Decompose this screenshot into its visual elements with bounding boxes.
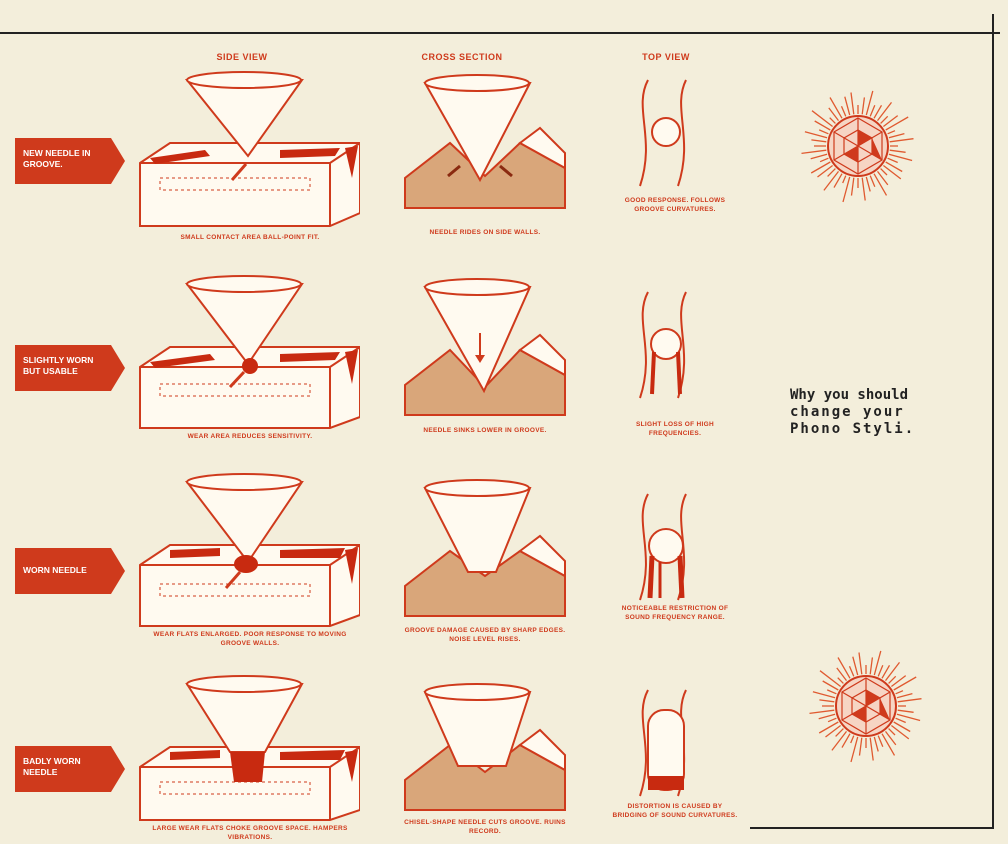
row2-side-view-figure: [130, 272, 360, 430]
why-line-3: Phono Styli.: [790, 421, 960, 438]
top-border: [0, 32, 1000, 34]
row4-side-view-figure: [130, 672, 360, 822]
row4-cross-caption: CHISEL-SHAPE NEEDLE CUTS GROOVE. RUINS R…: [400, 818, 570, 836]
diamond-starburst-icon: [806, 646, 926, 766]
row1-cross-caption: NEEDLE RIDES ON SIDE WALLS.: [400, 228, 570, 237]
row1-side-view-figure: [130, 68, 360, 228]
row3-top-caption: NOTICEABLE RESTRICTION OF SOUND FREQUENC…: [612, 604, 738, 622]
row1-cross-section-figure: [400, 68, 570, 218]
bottom-border: [750, 827, 994, 829]
header-top-view: TOP VIEW: [596, 52, 736, 62]
row1-side-caption: SMALL CONTACT AREA BALL-POINT FIT.: [140, 233, 360, 242]
diamond-starburst-icon: [798, 86, 918, 206]
row3-side-view-figure: [130, 470, 360, 628]
row1-top-caption: GOOD RESPONSE. FOLLOWS GROOVE CURVATURES…: [620, 196, 730, 214]
row4-cross-section-figure: [400, 680, 570, 820]
row2-side-caption: WEAR AREA REDUCES SENSITIVITY.: [140, 432, 360, 441]
row4-top-caption: DISTORTION IS CAUSED BY BRIDGING OF SOUN…: [612, 802, 738, 820]
row1-top-view-figure: [628, 78, 708, 190]
row1-badge: NEW NEEDLE IN GROOVE.: [15, 138, 125, 184]
row3-badge: WORN NEEDLE: [15, 548, 125, 594]
why-change-note: Why you should change your Phono Styli.: [790, 387, 960, 438]
why-line-1: Why you should: [790, 387, 960, 404]
row4-top-view-figure: [628, 688, 708, 800]
header-side-view: SIDE VIEW: [172, 52, 312, 62]
row3-side-caption: WEAR FLATS ENLARGED. POOR RESPONSE TO MO…: [140, 630, 360, 648]
row2-top-caption: SLIGHT LOSS OF HIGH FREQUENCIES.: [615, 420, 735, 438]
right-border: [992, 14, 994, 829]
row2-cross-caption: NEEDLE SINKS LOWER IN GROOVE.: [400, 426, 570, 435]
row3-top-view-figure: [628, 492, 708, 604]
row3-cross-caption: GROOVE DAMAGE CAUSED BY SHARP EDGES. NOI…: [400, 626, 570, 644]
header-cross-section: CROSS SECTION: [392, 52, 532, 62]
row3-cross-section-figure: [400, 476, 570, 626]
row2-top-view-figure: [628, 290, 708, 402]
row2-badge: SLIGHTLY WORN BUT USABLE: [15, 345, 125, 391]
row4-side-caption: LARGE WEAR FLATS CHOKE GROOVE SPACE. HAM…: [140, 824, 360, 842]
row4-badge: BADLY WORN NEEDLE: [15, 746, 125, 792]
row2-cross-section-figure: [400, 275, 570, 425]
why-line-2: change your: [790, 404, 960, 421]
